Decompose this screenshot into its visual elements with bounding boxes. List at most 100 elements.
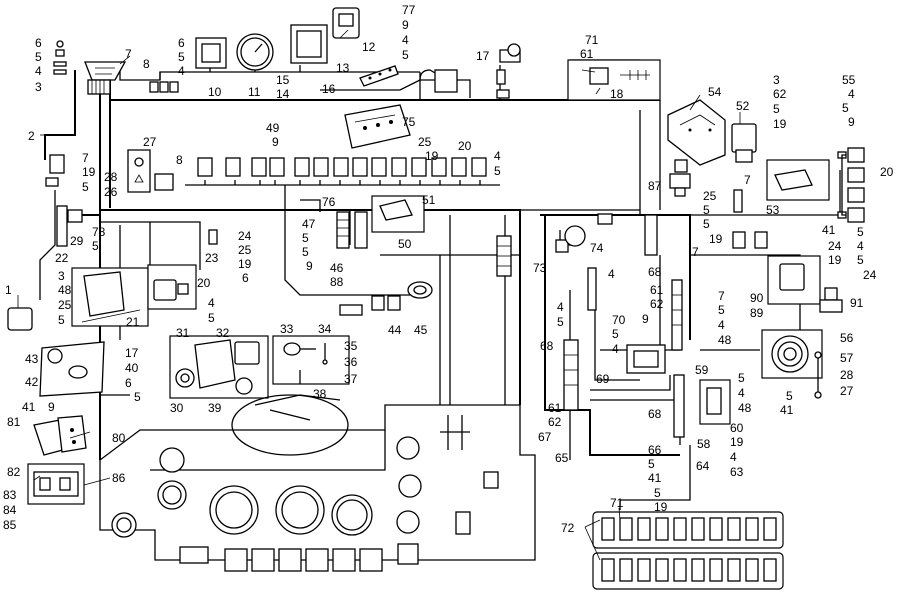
label-18: 18 bbox=[610, 87, 624, 101]
label-5-e: 5 bbox=[82, 180, 89, 194]
label-21: 21 bbox=[126, 315, 140, 329]
label-44: 44 bbox=[388, 323, 402, 337]
label-72: 72 bbox=[561, 521, 575, 535]
label-73: 73 bbox=[533, 261, 547, 275]
label-6-j: 5 bbox=[58, 313, 65, 327]
label-7-d: 4 bbox=[848, 87, 855, 101]
label-15: 15 bbox=[276, 73, 290, 87]
label-20-b: 20 bbox=[197, 276, 211, 290]
label-2: 2 bbox=[28, 129, 35, 143]
label-39: 39 bbox=[208, 401, 222, 415]
label-61-s: 5 bbox=[612, 327, 619, 341]
label-47: 47 bbox=[302, 217, 316, 231]
label-24-p: 5 bbox=[857, 225, 864, 239]
label-5-m: 9 bbox=[48, 400, 55, 414]
label-62-a: 5 bbox=[402, 48, 409, 62]
label-54: 54 bbox=[708, 85, 722, 99]
label-48-r: 9 bbox=[642, 312, 649, 326]
label-17: 17 bbox=[476, 49, 490, 63]
label-19-w: 41 bbox=[648, 471, 662, 485]
label-75: 75 bbox=[402, 115, 416, 129]
label-26: 26 bbox=[104, 185, 118, 199]
label-20-r: 20 bbox=[880, 165, 894, 179]
label-7-af: 4 bbox=[608, 267, 615, 281]
label-19-d: 5 bbox=[842, 101, 849, 115]
label-90: 90 bbox=[750, 291, 764, 305]
label-5-w: 19 bbox=[654, 500, 668, 514]
label-78: 78 bbox=[92, 225, 106, 239]
label-5-o: 19 bbox=[828, 253, 842, 267]
label-4-j: 48 bbox=[58, 283, 72, 297]
label-45: 45 bbox=[414, 323, 428, 337]
label-40: 40 bbox=[125, 361, 139, 375]
label-14: 14 bbox=[276, 87, 290, 101]
label-9-t: 5 bbox=[738, 371, 745, 385]
label-4-u: 62 bbox=[548, 415, 562, 429]
label-56: 56 bbox=[840, 331, 854, 345]
label-24-h: 24 bbox=[238, 229, 252, 243]
label-4-c: 62 bbox=[773, 87, 787, 101]
label-70: 70 bbox=[612, 313, 626, 327]
label-74: 74 bbox=[590, 241, 604, 255]
label-30: 30 bbox=[170, 401, 184, 415]
label-6: 6 bbox=[35, 36, 42, 50]
label-85: 85 bbox=[3, 518, 17, 532]
label-5-c: 5 bbox=[773, 102, 780, 116]
label-5-t: 4 bbox=[738, 386, 745, 400]
label-8-b: 8 bbox=[176, 153, 183, 167]
label-41-x: 41 bbox=[780, 403, 794, 417]
label-84: 84 bbox=[3, 503, 17, 517]
label-24-n: 5 bbox=[703, 203, 710, 217]
label-31: 31 bbox=[176, 326, 190, 340]
label-5-ae: 19 bbox=[425, 149, 439, 163]
label-4-q: 7 bbox=[718, 289, 725, 303]
label-68-b: 68 bbox=[648, 407, 662, 421]
label-5-u: 61 bbox=[548, 401, 562, 415]
label-4: 4 bbox=[35, 64, 42, 78]
label-32: 32 bbox=[216, 326, 230, 340]
label-4-a: 5 bbox=[178, 50, 185, 64]
label-41-b: 41 bbox=[822, 223, 836, 237]
label-68-a: 68 bbox=[540, 339, 554, 353]
label-5-r: 61 bbox=[650, 283, 664, 297]
leader-lines bbox=[17, 29, 741, 561]
label-4-e: 19 bbox=[82, 165, 96, 179]
label-19-m: 41 bbox=[22, 400, 36, 414]
label-61-a: 4 bbox=[402, 33, 409, 47]
label-19-b: 61 bbox=[580, 47, 594, 61]
label-87: 87 bbox=[648, 179, 662, 193]
label-76: 76 bbox=[322, 195, 336, 209]
label-28: 28 bbox=[104, 170, 118, 184]
label-42: 42 bbox=[25, 375, 39, 389]
label-48: 5 bbox=[302, 231, 309, 245]
label-5-a: 4 bbox=[178, 64, 185, 78]
label-25-i: 5 bbox=[302, 245, 309, 259]
label-27-y: 27 bbox=[840, 384, 854, 398]
lamp-row bbox=[197, 157, 487, 177]
label-7-q: 48 bbox=[718, 333, 732, 347]
label-55: 55 bbox=[842, 73, 856, 87]
label-5-i: 9 bbox=[306, 259, 313, 273]
label-25-pb: 4 bbox=[857, 239, 864, 253]
label-5-q: 5 bbox=[718, 303, 725, 317]
label-49-b: 25 bbox=[418, 135, 432, 149]
label-3-c: 3 bbox=[773, 73, 780, 87]
label-22: 22 bbox=[55, 251, 69, 265]
label-9-k: 5 bbox=[208, 311, 215, 325]
label-25-n: 25 bbox=[703, 189, 717, 203]
label-43: 43 bbox=[25, 352, 39, 366]
label-27: 27 bbox=[143, 135, 157, 149]
label-63: 63 bbox=[730, 465, 744, 479]
label-17-b: 17 bbox=[125, 346, 139, 360]
label-34: 34 bbox=[318, 322, 332, 336]
label-19-p: 5 bbox=[857, 253, 864, 267]
label-71-a: 9 bbox=[402, 18, 409, 32]
label-24-ag: 5 bbox=[557, 315, 564, 329]
label-61-v: 19 bbox=[730, 435, 744, 449]
label-62-s: 4 bbox=[612, 342, 619, 356]
label-9-a: 6 bbox=[178, 36, 185, 50]
label-6-q: 4 bbox=[718, 318, 725, 332]
label-5-f: 9 bbox=[272, 135, 279, 149]
label-5-g: 4 bbox=[494, 149, 501, 163]
label-6-h: 6 bbox=[242, 271, 249, 285]
